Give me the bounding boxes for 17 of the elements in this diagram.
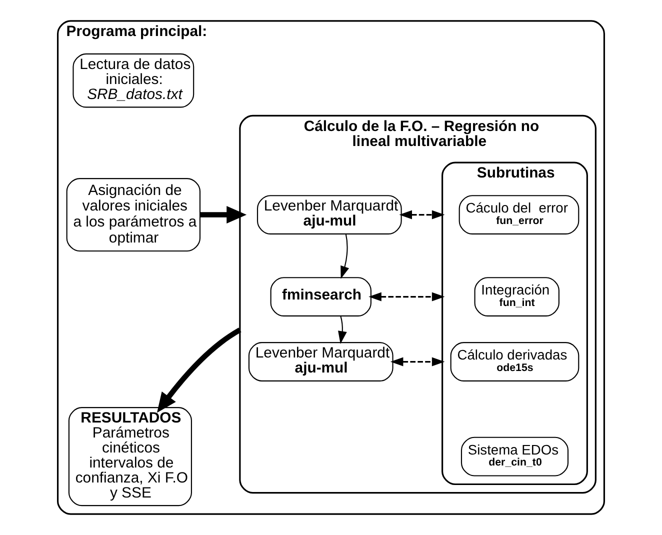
node-box: Sistema EDOs der_cin_t0 — [460, 436, 569, 476]
node-box: Asignación de valores iniciales a los parámetros a optimar — [66, 178, 201, 252]
node-box: Cáculo del error fun_error — [458, 195, 580, 234]
node-box: RESULTADOS Parámetros cinéticos intervalos de confianza, Xi F.O y SSE — [68, 407, 192, 506]
node-box: Levenber Marquardt aju-mul — [248, 342, 394, 382]
node-box: Cálculo derivadas ode15s — [450, 342, 580, 382]
arrow — [390, 357, 445, 366]
arrow — [156, 328, 242, 413]
arrow — [200, 206, 247, 224]
node-box: Levenber Marquardt aju-mul — [256, 195, 402, 234]
node-box: Integración fun_int — [474, 277, 560, 316]
arrow — [399, 210, 445, 220]
node-box: fminsearch — [270, 277, 372, 316]
arrow — [368, 292, 445, 302]
node-box: Lectura de datos iniciales: SRB_datos.txt — [72, 53, 194, 108]
arrow — [338, 316, 347, 344]
arrow — [340, 234, 350, 279]
